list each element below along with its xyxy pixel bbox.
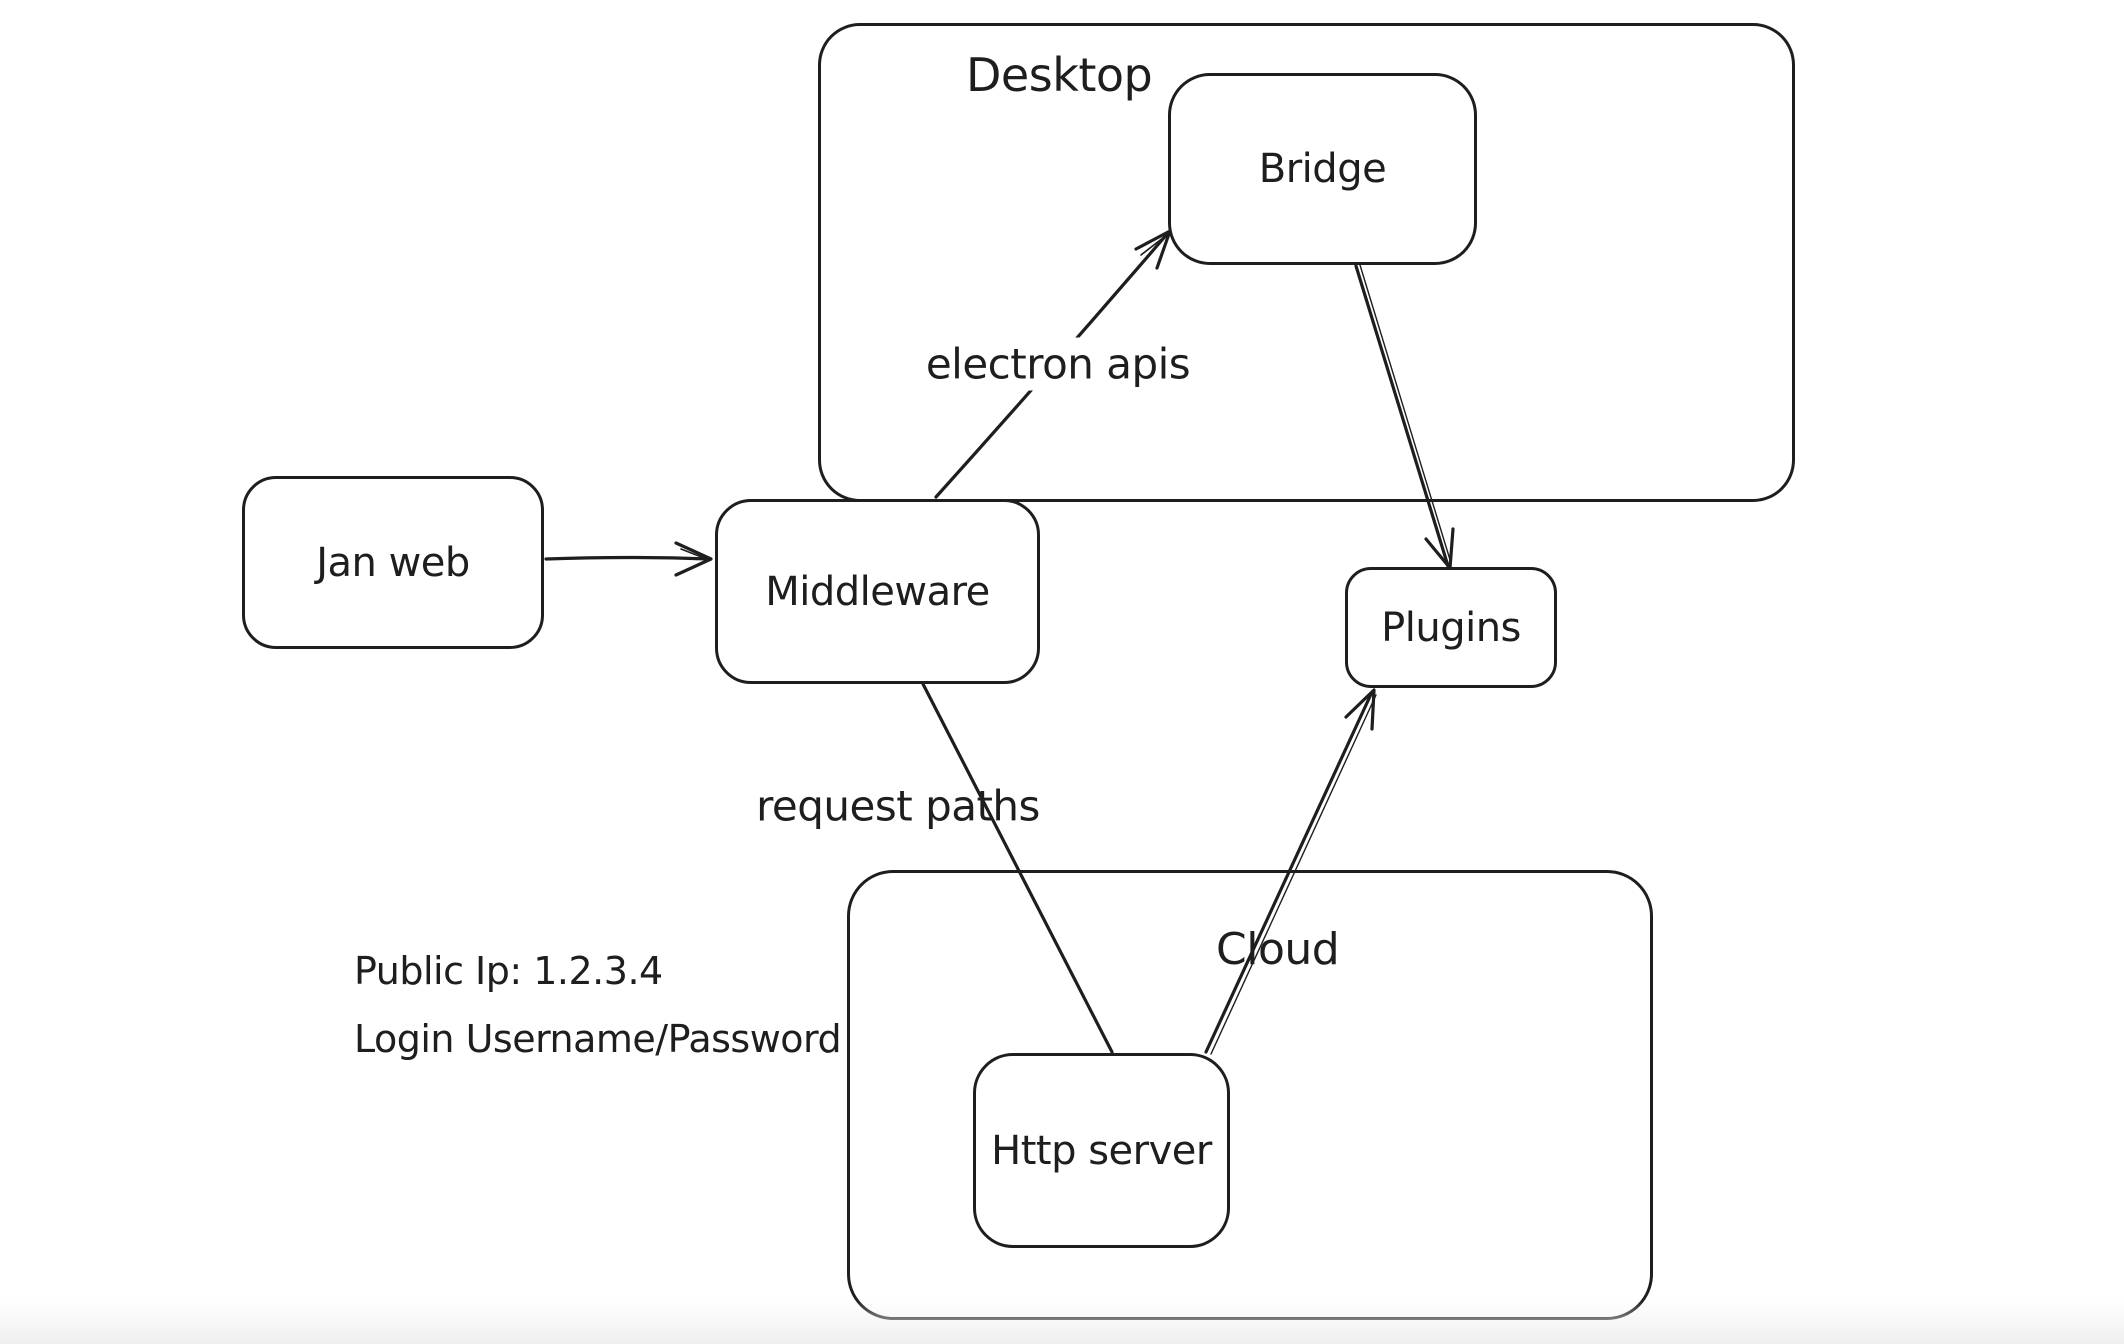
public-ip-annotation: Public Ip: 1.2.3.4 Login Username/Passwo…: [354, 938, 842, 1073]
jan-web-label: Jan web: [316, 539, 470, 586]
bridge-label: Bridge: [1258, 146, 1387, 192]
electron-apis-edge-label: electron apis: [913, 337, 1203, 391]
desktop-container: [818, 23, 1795, 502]
edge-janweb-to-middleware: [544, 541, 713, 577]
node-jan-web: Jan web: [242, 476, 544, 649]
middleware-label: Middleware: [765, 568, 990, 615]
node-middleware: Middleware: [715, 499, 1040, 684]
http-server-label: Http server: [991, 1127, 1212, 1174]
request-paths-edge-label: request paths: [756, 781, 1040, 831]
node-bridge: Bridge: [1168, 73, 1477, 265]
node-plugins: Plugins: [1345, 567, 1557, 688]
cloud-container-label: Cloud: [1216, 924, 1340, 975]
plugins-label: Plugins: [1381, 604, 1521, 651]
login-credentials-line: Login Username/Password: [354, 1016, 842, 1061]
public-ip-line: Public Ip: 1.2.3.4: [354, 949, 663, 993]
desktop-container-label: Desktop: [966, 48, 1153, 102]
node-http-server: Http server: [973, 1053, 1230, 1248]
